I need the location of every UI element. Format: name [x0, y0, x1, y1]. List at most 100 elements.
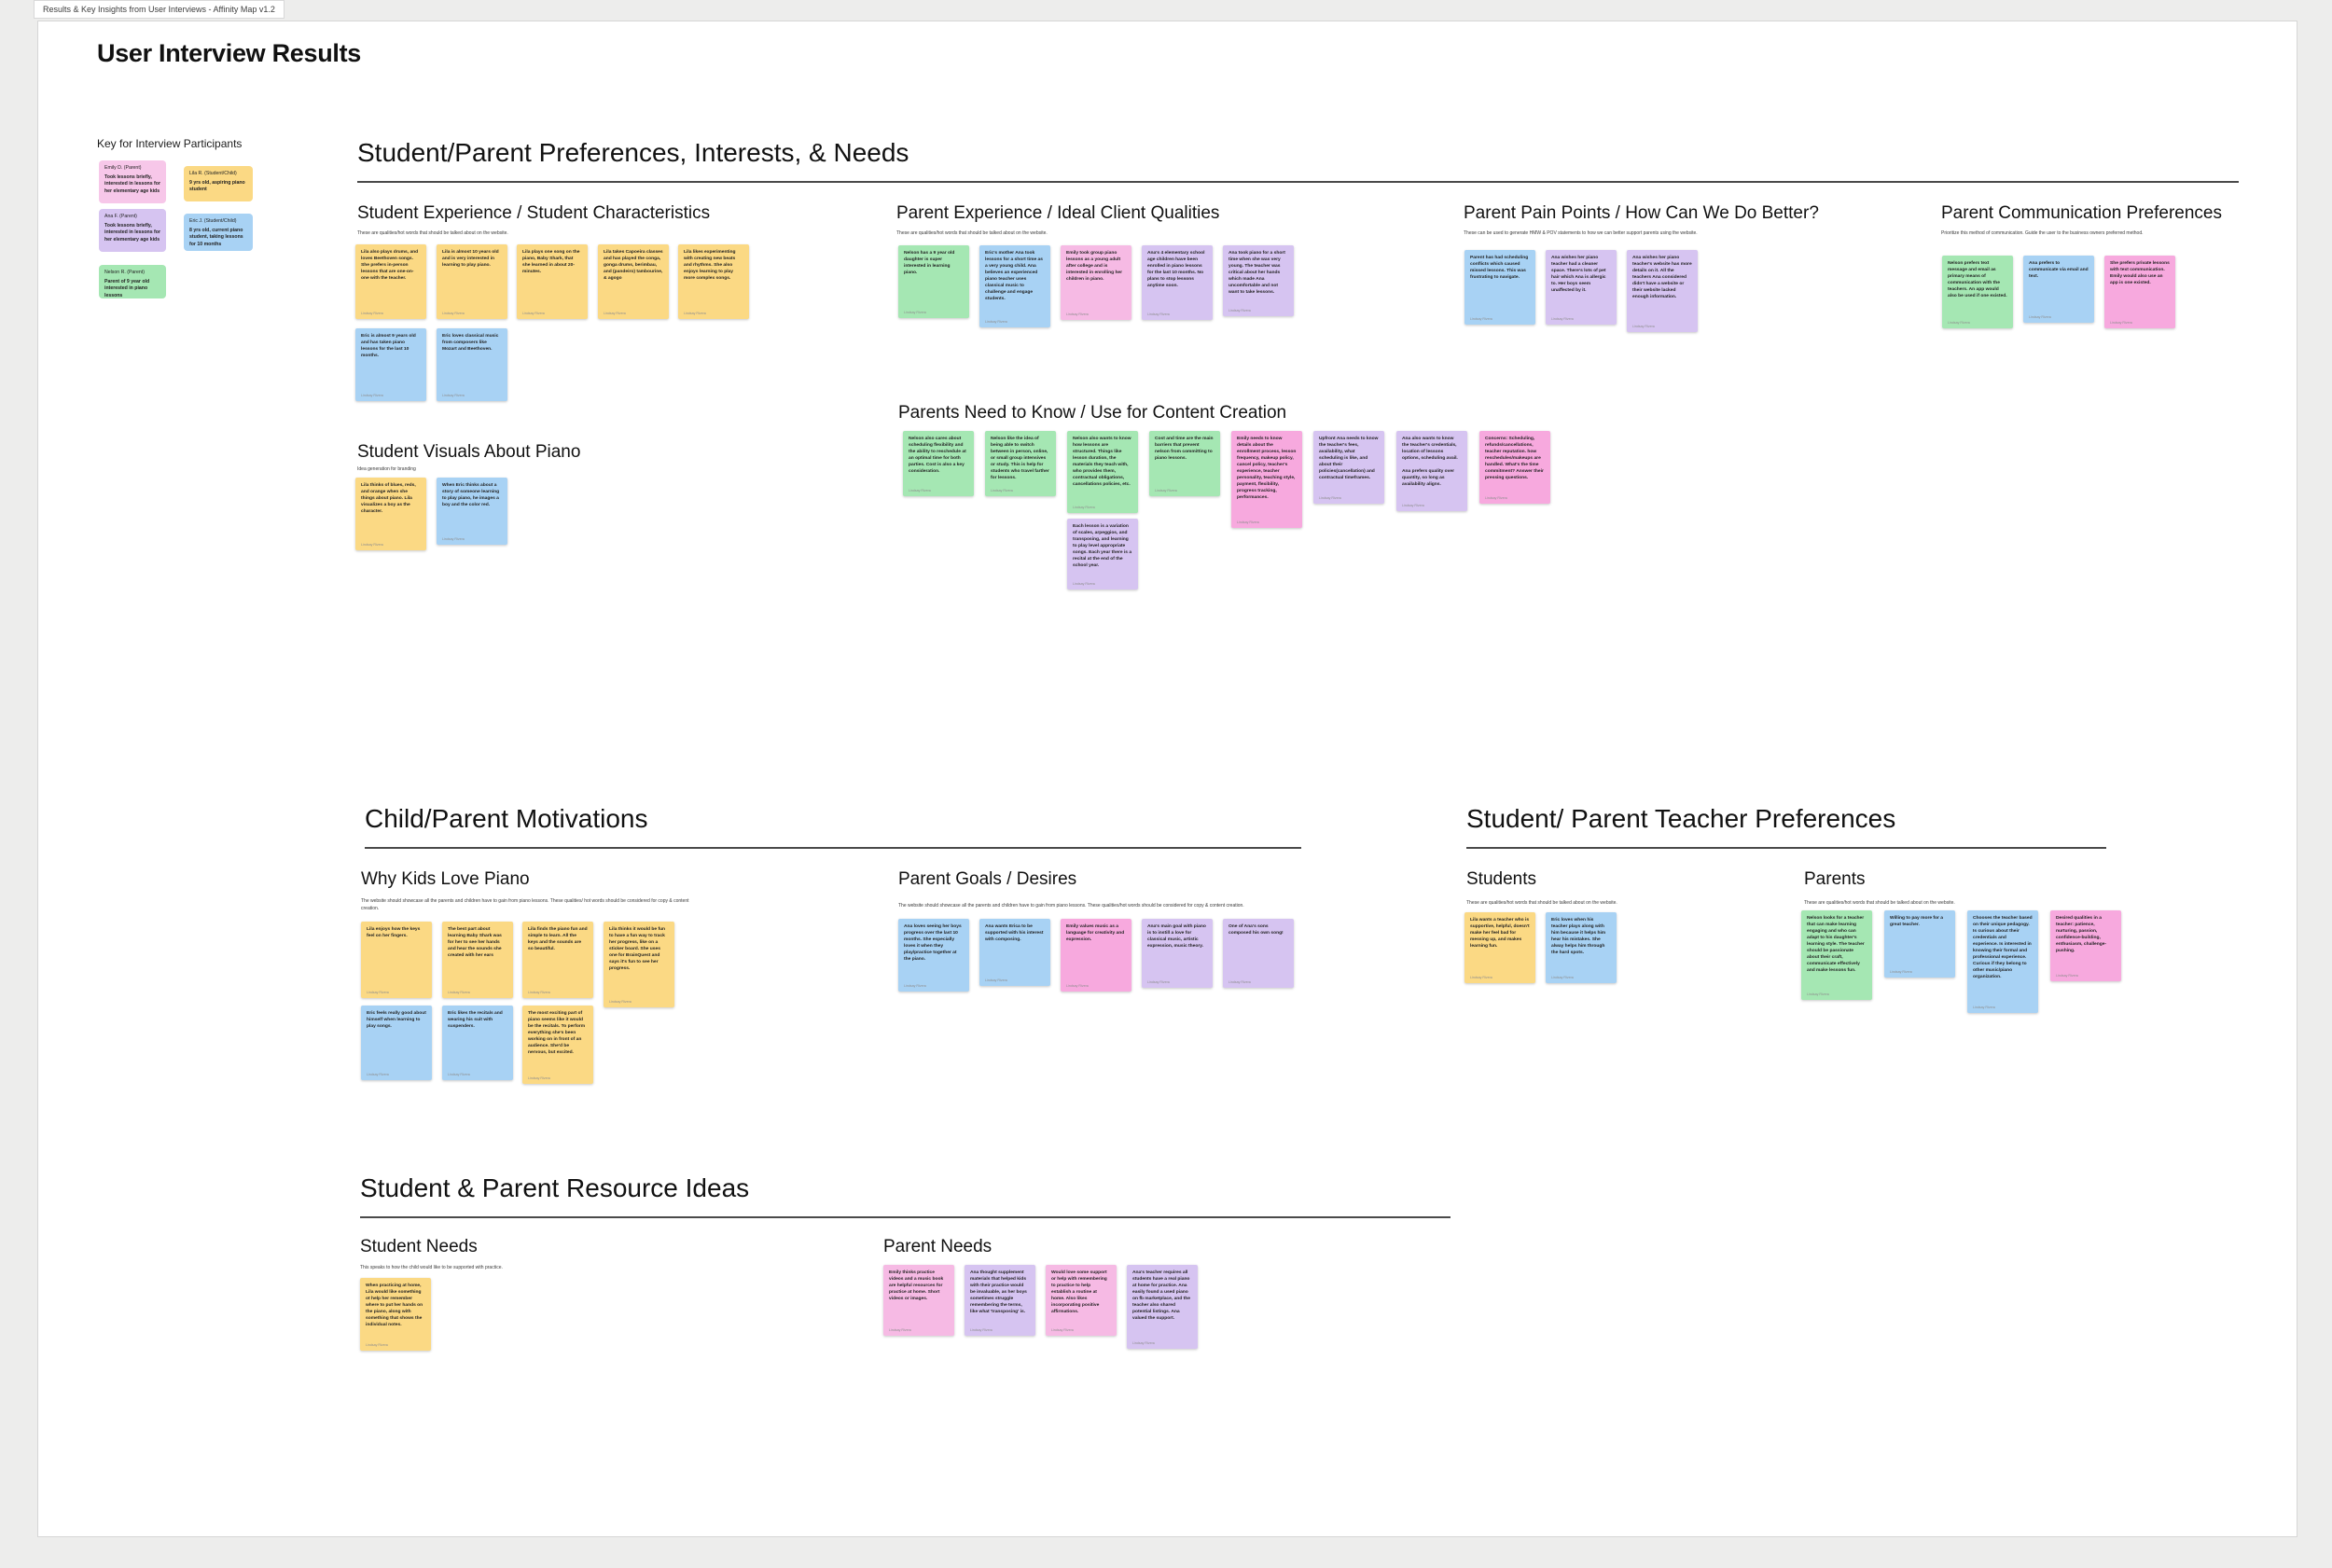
sticky-note-author: Lindsay Rivera: [904, 311, 926, 314]
sticky-note-author: Lindsay Rivera: [1147, 312, 1170, 316]
sticky-note[interactable]: Nelson looks for a teacher that can make…: [1801, 910, 1872, 1000]
sticky-note[interactable]: Ana's main goal with piano is to instill…: [1142, 919, 1213, 988]
sticky-note[interactable]: Lila also plays drums, and loves Beethov…: [355, 244, 426, 319]
sticky-note[interactable]: Parent has had scheduling conflicts whic…: [1464, 250, 1535, 325]
participant-name: Emily D. (Parent): [104, 165, 142, 171]
sticky-note[interactable]: Lila wants a teacher who is supportive, …: [1464, 912, 1535, 983]
sticky-note[interactable]: Lila enjoys how the keys feel on her fin…: [361, 922, 432, 998]
sticky-note[interactable]: Cost and time are the main barriers that…: [1149, 431, 1220, 496]
sticky-note[interactable]: Each lesson is a variation of scales, ar…: [1067, 519, 1138, 590]
sticky-note[interactable]: When Eric thinks about a story of someon…: [437, 478, 507, 545]
sticky-note-text: Ana wants Erica to be supported with his…: [985, 924, 1044, 942]
sticky-note-text: Lila wants a teacher who is supportive, …: [1470, 918, 1530, 949]
sticky-note[interactable]: Lila likes experimenting with creating n…: [678, 244, 749, 319]
sticky-note[interactable]: Lila thinks of blues, reds, and orange w…: [355, 478, 426, 550]
sticky-note[interactable]: Concerns: Scheduling, refunds/cancellati…: [1479, 431, 1550, 504]
sticky-note[interactable]: Eric loves classical music from composer…: [437, 328, 507, 401]
group-title: Student Needs: [360, 1237, 478, 1256]
sticky-note-text: Ana thought supplement materials that he…: [970, 1270, 1027, 1314]
sticky-note[interactable]: Lila plays one song on the piano, Baby S…: [517, 244, 588, 319]
sticky-note[interactable]: Would love some support or help with rem…: [1046, 1265, 1117, 1336]
sticky-note-author: Lindsay Rivera: [1228, 980, 1251, 984]
sticky-note[interactable]: Eric likes the recitals and wearing his …: [442, 1006, 513, 1080]
sticky-note[interactable]: Nelson has a 9 year old daughter is supe…: [898, 245, 969, 318]
sticky-note[interactable]: Lila finds the piano fun and simple to l…: [522, 922, 593, 998]
sticky-note-author: Lindsay Rivera: [528, 1076, 550, 1080]
sticky-note[interactable]: The most exciting part of piano seems li…: [522, 1006, 593, 1084]
sticky-note[interactable]: Emily took group piano lessons as a youn…: [1061, 245, 1131, 320]
sticky-note-author: Lindsay Rivera: [442, 394, 465, 397]
sticky-note[interactable]: Ana wishes her piano teacher had a clean…: [1546, 250, 1617, 325]
sticky-note[interactable]: Nelson like the idea of being able to sw…: [985, 431, 1056, 496]
sticky-note-author: Lindsay Rivera: [1807, 992, 1829, 996]
sticky-note[interactable]: The best part about learning Baby Shark …: [442, 922, 513, 998]
sticky-note-text: Emily thinks practice videos and a music…: [889, 1270, 944, 1301]
sticky-note[interactable]: Emily needs to know details about the en…: [1231, 431, 1302, 528]
sticky-note-text: Would love some support or help with rem…: [1051, 1270, 1107, 1314]
sticky-note[interactable]: When practicing at home, Lila would like…: [360, 1278, 431, 1351]
sticky-note[interactable]: Ana loves seeing her boys progress over …: [898, 919, 969, 992]
sticky-note-text: Lila takes Capoeira classes and has play…: [604, 250, 663, 281]
sticky-note-text: One of Ana's sons composed his own song!: [1228, 924, 1284, 936]
sticky-note[interactable]: Emily values music as a language for cre…: [1061, 919, 1131, 992]
sticky-note[interactable]: Lila takes Capoeira classes and has play…: [598, 244, 669, 319]
sticky-note[interactable]: She prefers private lessons with text co…: [2104, 256, 2175, 328]
sticky-note[interactable]: Ana took piano for a short time when she…: [1223, 245, 1294, 316]
participant-key-note[interactable]: Nelson R. (Parent)Parent of 9 year old i…: [99, 265, 166, 298]
sticky-note[interactable]: Lila thinks it would be fun to have a fu…: [604, 922, 674, 1007]
sticky-note[interactable]: Ana wishes her piano teacher's website h…: [1627, 250, 1698, 332]
sticky-note[interactable]: Eric feels really good about himself whe…: [361, 1006, 432, 1080]
section-title: Student/ Parent Teacher Preferences: [1466, 804, 2106, 849]
sticky-note[interactable]: Eric loves when his teacher plays along …: [1546, 912, 1617, 983]
sticky-note-text: Nelson prefers text message and email as…: [1948, 261, 2007, 298]
sticky-note[interactable]: Emily thinks practice videos and a music…: [883, 1265, 954, 1336]
sticky-note[interactable]: Ana also wants to know the teacher's cre…: [1396, 431, 1467, 511]
sticky-note[interactable]: Willing to pay more for a great teacher.…: [1884, 910, 1955, 978]
sticky-note[interactable]: Nelson also wants to know how lessons ar…: [1067, 431, 1138, 513]
sticky-note[interactable]: Ana's teacher requires all students have…: [1127, 1265, 1198, 1349]
sticky-note-author: Lindsay Rivera: [1237, 520, 1259, 524]
sticky-note-text: Ana's 4 elementary school age children h…: [1147, 251, 1205, 288]
participant-key-note[interactable]: Lila R. (Student/Child)9 yrs old, aspiri…: [184, 166, 253, 201]
sticky-note-author: Lindsay Rivera: [909, 489, 931, 493]
sticky-note[interactable]: Ana wants Erica to be supported with his…: [979, 919, 1050, 986]
sticky-note-author: Lindsay Rivera: [1890, 970, 1912, 974]
participant-key-note[interactable]: Emily D. (Parent)Took lessons briefly, i…: [99, 160, 166, 203]
sticky-note-text: Each lesson is a variation of scales, ar…: [1073, 524, 1132, 568]
sticky-note-author: Lindsay Rivera: [1470, 317, 1492, 321]
sticky-note[interactable]: Eric is almost 9 years old and has taken…: [355, 328, 426, 401]
sticky-note[interactable]: Ana's 4 elementary school age children h…: [1142, 245, 1213, 320]
sticky-note[interactable]: One of Ana's sons composed his own song!…: [1223, 919, 1294, 988]
sticky-note[interactable]: Eric's mother Ana took lessons for a sho…: [979, 245, 1050, 327]
sticky-note[interactable]: Chooses the teacher based on their uniqu…: [1967, 910, 2038, 1013]
sticky-note[interactable]: Upfront Ana needs to know the teacher's …: [1313, 431, 1384, 504]
sticky-note-text: Ana wishes her piano teacher had a clean…: [1551, 256, 1606, 293]
sticky-note-author: Lindsay Rivera: [448, 991, 470, 994]
sticky-note[interactable]: Ana prefers to communicate via email and…: [2023, 256, 2094, 323]
group-title: Parents: [1804, 869, 1866, 889]
sticky-note-author: Lindsay Rivera: [1132, 1341, 1155, 1345]
participant-name: Lila R. (Student/Child): [189, 171, 237, 176]
group-caption: This speaks to how the child would like …: [360, 1265, 503, 1270]
sticky-note-text: Nelson also cares about scheduling flexi…: [909, 437, 966, 474]
sticky-note-text: Eric's mother Ana took lessons for a sho…: [985, 251, 1043, 301]
sticky-note[interactable]: Desired qualities in a teacher: patience…: [2050, 910, 2121, 981]
sticky-note-text: Ana also wants to know the teacher's cre…: [1402, 437, 1458, 487]
participant-description: Took lessons briefly, interested in less…: [104, 222, 160, 243]
sticky-note-text: Desired qualities in a teacher: patience…: [2056, 916, 2107, 953]
sticky-note[interactable]: Nelson also cares about scheduling flexi…: [903, 431, 974, 496]
sticky-note-text: Nelson like the idea of being able to sw…: [991, 437, 1049, 480]
sticky-note-text: Emily needs to know details about the en…: [1237, 437, 1297, 500]
participant-key-note[interactable]: Eric J. (Student/Child)8 yrs old, curren…: [184, 214, 253, 251]
sticky-note[interactable]: Ana thought supplement materials that he…: [965, 1265, 1035, 1336]
sticky-note-author: Lindsay Rivera: [442, 537, 465, 541]
sticky-note-author: Lindsay Rivera: [1470, 976, 1492, 979]
participant-key-note[interactable]: Ana F. (Parent)Took lessons briefly, int…: [99, 209, 166, 252]
sticky-note-text: Ana's teacher requires all students have…: [1132, 1270, 1190, 1321]
sticky-note[interactable]: Lila is almost 10 years old and is very …: [437, 244, 507, 319]
sticky-note-text: Lila likes experimenting with creating n…: [684, 250, 736, 281]
sticky-note-text: Lila finds the piano fun and simple to l…: [528, 927, 588, 951]
sticky-note-author: Lindsay Rivera: [1973, 1006, 1995, 1009]
sticky-note[interactable]: Nelson prefers text message and email as…: [1942, 256, 2013, 328]
